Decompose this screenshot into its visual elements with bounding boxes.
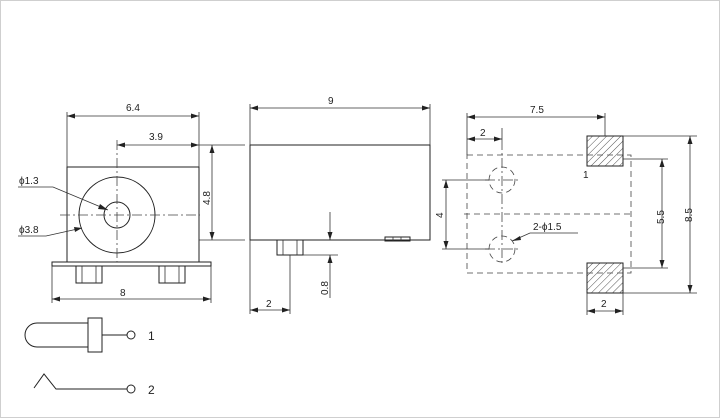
dim-hole-spacing: 4 xyxy=(435,212,446,218)
dim-overall-height: 8.5 xyxy=(684,208,695,222)
side-view: 9 2 0.8 xyxy=(249,96,431,314)
dim-pin-offset: 2 xyxy=(266,299,272,310)
dim-pad-width: 2 xyxy=(601,299,607,310)
dim-height: 4.8 xyxy=(202,191,213,205)
dim-pad-spacing: 5.5 xyxy=(656,210,667,224)
terminal-2-icon xyxy=(126,384,136,394)
footprint-view: 1 7.5 2 4 2-ϕ1.5 5.5 xyxy=(435,105,697,315)
legend: 1 2 xyxy=(24,317,155,397)
front-pin-left xyxy=(75,265,103,284)
dim-hole-offset: 2 xyxy=(480,128,486,139)
front-base-plate xyxy=(51,261,212,267)
legend-item-1: 1 xyxy=(148,329,155,343)
label-hole-small: ϕ1.3 xyxy=(19,176,39,187)
side-body xyxy=(249,144,431,241)
label-hole-large: ϕ3.8 xyxy=(19,225,39,236)
plug-collar xyxy=(87,317,103,353)
pad-top xyxy=(586,135,624,167)
terminal-1-icon xyxy=(126,330,136,340)
dim-width-top: 6.4 xyxy=(126,103,140,114)
front-view: 6.4 3.9 ϕ1.3 ϕ3.8 4.8 8 xyxy=(18,103,245,303)
legend-item-2: 2 xyxy=(148,383,155,397)
front-pin-right xyxy=(158,265,186,284)
plug-symbol xyxy=(24,322,89,348)
side-pin xyxy=(276,239,304,256)
pad-label: 1 xyxy=(583,170,589,181)
dim-length: 9 xyxy=(328,96,334,107)
contact-symbol xyxy=(33,373,127,390)
label-hole-spec: 2-ϕ1.5 xyxy=(533,222,562,233)
dim-width-bottom: 8 xyxy=(120,288,126,299)
front-body xyxy=(66,166,200,263)
dim-offset-center: 3.9 xyxy=(149,132,163,143)
dim-footprint-width: 7.5 xyxy=(530,105,544,116)
side-tab xyxy=(384,236,411,242)
dim-pin-height: 0.8 xyxy=(320,281,331,295)
pad-bottom xyxy=(586,262,624,294)
